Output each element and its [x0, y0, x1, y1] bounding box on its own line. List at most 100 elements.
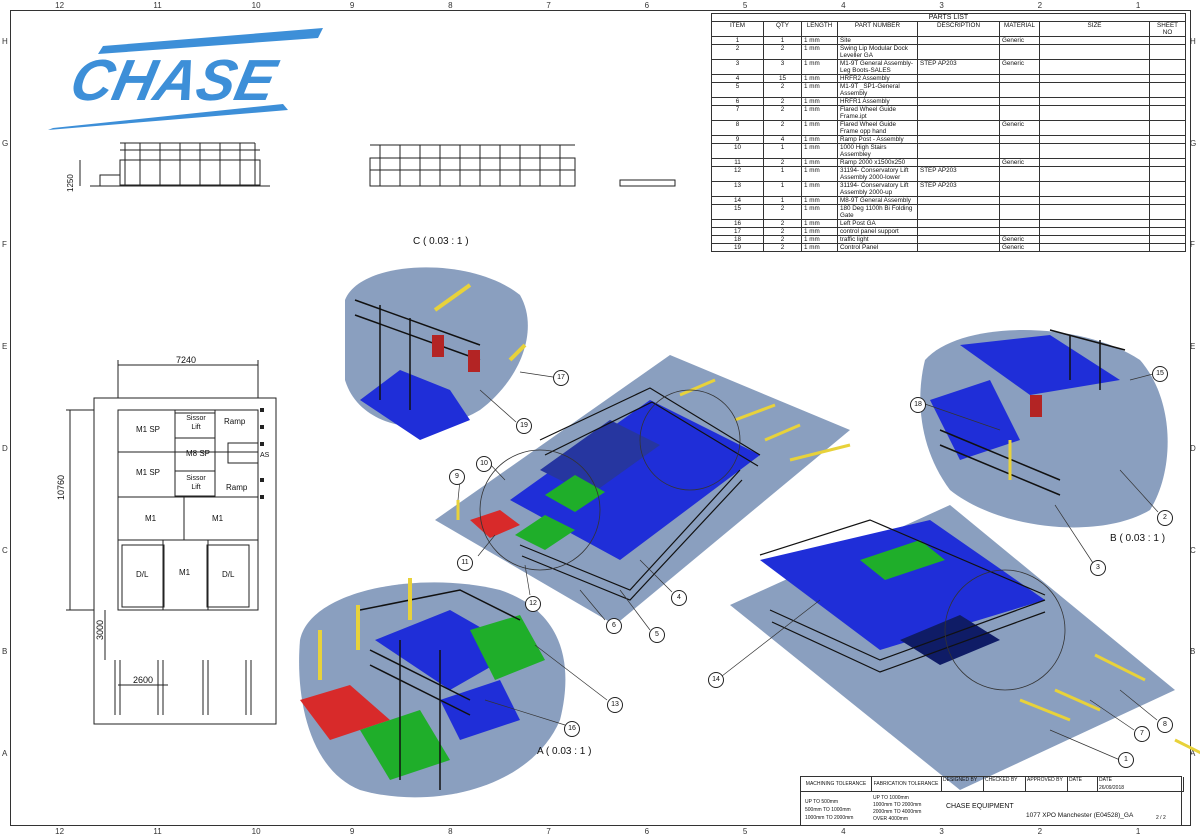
room-m1sp-bottom: M1 SP: [136, 468, 161, 477]
item-balloon: 14: [708, 672, 724, 688]
item-balloon: 16: [564, 721, 580, 737]
zone-column-label: 3: [939, 1, 944, 10]
detail-view-c: [345, 267, 528, 440]
room-as: AS: [260, 452, 270, 459]
dim-side: 1250: [66, 174, 75, 192]
zone-column-label: 2: [1037, 827, 1043, 836]
zone-row-label: H: [1190, 36, 1196, 46]
tb-date-value: 26/09/2018: [1099, 785, 1125, 791]
plan-small-markers: [260, 408, 264, 499]
tb-ftol2: 1000mm TO 2000mm: [873, 802, 922, 808]
detail-label-b: B ( 0.03 : 1 ): [1110, 533, 1166, 544]
zone-row-label: F: [1190, 240, 1195, 250]
zone-row-label: B: [2, 647, 8, 657]
item-balloon: 9: [449, 469, 465, 485]
zone-row-label: D: [1190, 443, 1196, 453]
title-block: MACHINING TOLERANCE FABRICATION TOLERANC…: [800, 776, 1184, 826]
tb-date-label: DATE: [1067, 777, 1098, 792]
zone-column-label: 5: [742, 827, 748, 836]
item-balloon: 1: [1118, 752, 1134, 768]
item-balloon: 13: [607, 697, 623, 713]
zone-row-label: D: [2, 443, 8, 453]
tb-fabrication-tolerance: FABRICATION TOLERANCE: [871, 777, 942, 792]
room-sissor-bottom: Sissor Lift: [186, 475, 206, 491]
detail-view-a: [299, 578, 566, 798]
item-balloon: 7: [1134, 726, 1150, 742]
room-sissor-top: Sissor Lift: [186, 415, 206, 431]
tb-ftol4: OVER 4000mm: [873, 816, 909, 822]
side-elevation-right: [369, 144, 676, 187]
detail-label-c: C ( 0.03 : 1 ): [413, 236, 469, 247]
parts-list-title: PARTS LIST: [711, 13, 1186, 21]
tb-machining-tolerance: MACHINING TOLERANCE: [801, 777, 872, 792]
zone-column-label: 2: [1037, 1, 1043, 10]
room-dl-right: D/L: [222, 570, 235, 579]
tb-tol1: UP TO 500mm: [805, 799, 839, 805]
room-m1sp-top: M1 SP: [136, 425, 161, 434]
zone-column-label: 9: [349, 827, 355, 836]
zone-row-label: F: [2, 240, 7, 250]
zone-column-label: 12: [55, 1, 65, 10]
dim-bay: 2600: [133, 675, 154, 685]
tb-tol2: 500mm TO 1000mm: [805, 807, 851, 813]
item-balloon: 3: [1090, 560, 1106, 576]
zone-row-label: C: [2, 545, 8, 555]
item-balloon: 19: [516, 418, 532, 434]
tb-checked-by: CHECKED BY: [983, 777, 1026, 792]
zone-column-label: 9: [349, 1, 355, 10]
tb-ftol1: UP TO 1000mm: [873, 795, 909, 801]
zone-column-label: 1: [1135, 1, 1141, 10]
parts-list-cell: [1149, 243, 1186, 252]
zone-column-label: 8: [448, 827, 453, 836]
tb-company: CHASE EQUIPMENT: [946, 803, 1014, 810]
zone-row-label: C: [1190, 545, 1196, 555]
room-ramp-bottom: Ramp: [226, 483, 248, 492]
zone-column-label: 5: [742, 1, 748, 10]
item-balloon: 8: [1157, 717, 1173, 733]
iso-view-secondary: [730, 505, 1200, 790]
tb-sheet: 2 / 2: [1156, 815, 1166, 821]
item-balloon: 18: [910, 397, 926, 413]
zone-row-label: G: [2, 138, 9, 148]
tb-date-label-2: DATE: [1097, 777, 1184, 792]
item-balloon: 15: [1152, 366, 1168, 382]
tb-designed-by: DESIGNED BY: [941, 777, 984, 792]
dim-gap: 3000: [95, 619, 105, 640]
item-balloon: 10: [476, 456, 492, 472]
tb-approved-by: APPROVED BY: [1025, 777, 1068, 792]
tb-tol3: 1000mm TO 2000mm: [805, 815, 854, 821]
item-balloon: 11: [457, 555, 473, 571]
zone-column-label: 10: [251, 827, 261, 836]
plan-view: [66, 360, 277, 725]
zone-row-label: E: [2, 342, 8, 352]
zone-column-label: 10: [251, 1, 261, 10]
zone-column-label: 6: [644, 1, 650, 10]
item-balloon: 12: [525, 596, 541, 612]
room-m1-left: M1: [145, 514, 157, 523]
zone-row-label: E: [1190, 342, 1196, 352]
iso-view-main: [435, 355, 851, 625]
zone-row-label: A: [2, 749, 8, 759]
zone-column-label: 7: [546, 1, 551, 10]
chase-logo: CHASE: [48, 28, 323, 130]
zone-row-label: A: [1190, 749, 1196, 759]
room-m8sp: M8 SP: [186, 449, 211, 458]
zone-column-label: 11: [153, 1, 162, 10]
zone-column-label: 6: [644, 827, 650, 836]
zone-column-label: 3: [939, 827, 944, 836]
zone-column-label: 4: [841, 827, 846, 836]
item-balloon: 17: [553, 370, 569, 386]
zone-column-label: 8: [448, 1, 453, 10]
item-balloon: 5: [649, 627, 665, 643]
item-balloon: 2: [1157, 510, 1173, 526]
tb-drawing-title: 1077 XPO Manchester (E04528)_GA: [1026, 812, 1134, 819]
